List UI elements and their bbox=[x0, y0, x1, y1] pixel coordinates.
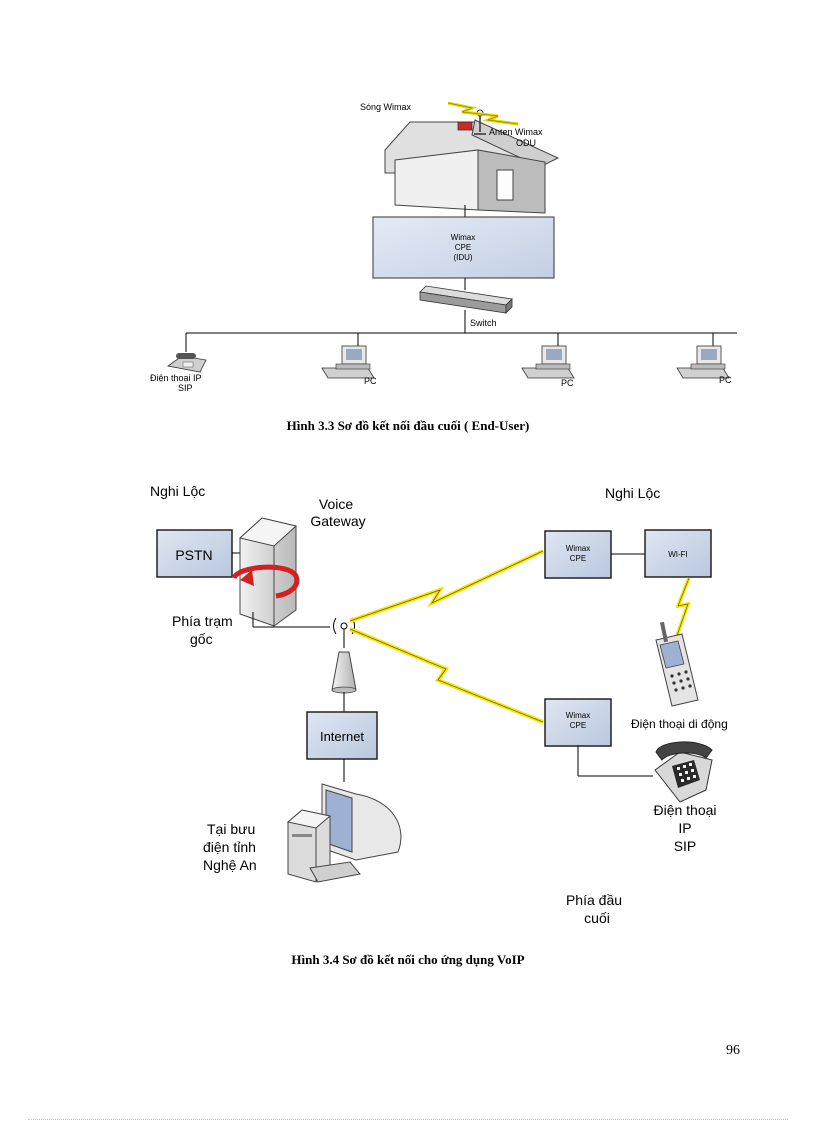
wave-label: Sóng Wimax bbox=[360, 102, 412, 112]
antenna-sublabel: ODU bbox=[516, 138, 536, 148]
base-station-antenna-icon bbox=[331, 617, 357, 694]
desktop-computer-icon bbox=[286, 783, 402, 883]
house-icon bbox=[384, 119, 560, 214]
ip-phone-icon bbox=[167, 353, 207, 373]
wifi-link-icon bbox=[670, 577, 691, 651]
internet-box bbox=[306, 711, 378, 760]
switch-label: Switch bbox=[470, 318, 497, 328]
voice-gateway-server-icon bbox=[231, 517, 300, 627]
cpe-bottom-label: Wimax bbox=[566, 711, 590, 720]
pc-icon bbox=[521, 345, 575, 379]
pc-icon bbox=[321, 345, 375, 379]
base-station-label: Phía trạm bbox=[172, 613, 233, 629]
pc-label-3: PC bbox=[719, 375, 732, 385]
cpe-bottom-label-2: CPE bbox=[570, 721, 586, 730]
cpe-idu-label: Wimax bbox=[451, 233, 475, 242]
voice-gateway-label-2: Gateway bbox=[310, 513, 365, 529]
pc-label-1: PC bbox=[364, 376, 377, 386]
cpe-idu-label-3: (IDU) bbox=[453, 253, 472, 262]
internet-label: Internet bbox=[320, 729, 364, 744]
ip-phone-label-2: IP bbox=[678, 820, 691, 836]
cpe-top-label-2: CPE bbox=[570, 554, 586, 563]
wimax-cpe-bottom-box bbox=[544, 698, 612, 747]
antenna-label: Anten Wimax bbox=[489, 127, 543, 137]
base-station-label-2: gốc bbox=[190, 631, 213, 647]
cpe-top-label: Wimax bbox=[566, 544, 590, 553]
figure-3-3: Sóng Wimax Anten Wimax ODU Wimax CPE (ID… bbox=[150, 101, 737, 393]
page-number: 96 bbox=[726, 1043, 740, 1058]
figure-3-4-caption: Hình 3.4 Sơ đồ kết nối cho ứng dụng VoIP bbox=[291, 952, 525, 967]
wireless-link-icon bbox=[349, 549, 544, 623]
post-office-label: Tại bưu bbox=[207, 821, 255, 837]
wifi-label: WI-FI bbox=[668, 550, 688, 559]
phone-label: Điện thoại IP bbox=[150, 373, 202, 383]
wimax-cpe-idu-box bbox=[372, 216, 555, 279]
end-side-label-2: cuối bbox=[584, 910, 610, 926]
ip-phone-label-3: SIP bbox=[674, 838, 697, 854]
page-footer-divider bbox=[28, 1119, 788, 1120]
pc-icon bbox=[676, 345, 730, 379]
post-office-label-3: Nghệ An bbox=[203, 857, 257, 873]
location-left-label: Nghi Lộc bbox=[150, 483, 205, 499]
post-office-label-2: điện tỉnh bbox=[203, 839, 256, 855]
wifi-box bbox=[644, 529, 712, 578]
ip-phone-label: Điện thoại bbox=[653, 802, 716, 818]
mobile-phone-label: Điện thoại di động bbox=[631, 717, 728, 731]
figure-3-4: Nghi Lộc Nghi Lộc Voice Gateway PSTN Phí… bbox=[150, 483, 728, 926]
pstn-label: PSTN bbox=[175, 547, 212, 563]
desk-phone-icon bbox=[654, 741, 713, 803]
wireless-link-icon bbox=[349, 627, 544, 724]
end-side-label: Phía đầu bbox=[566, 892, 622, 908]
switch-icon bbox=[419, 285, 513, 314]
figure-3-3-caption: Hình 3.3 Sơ đồ kết nối đầu cuối ( End-Us… bbox=[286, 418, 530, 433]
pc-label-2: PC bbox=[561, 378, 574, 388]
phone-sublabel: SIP bbox=[178, 383, 193, 393]
wimax-wave-icon bbox=[447, 101, 519, 126]
voice-gateway-label: Voice bbox=[319, 496, 353, 512]
cpe-idu-label-2: CPE bbox=[455, 243, 471, 252]
location-right-label: Nghi Lộc bbox=[605, 485, 660, 501]
mobile-phone-icon bbox=[655, 621, 699, 707]
